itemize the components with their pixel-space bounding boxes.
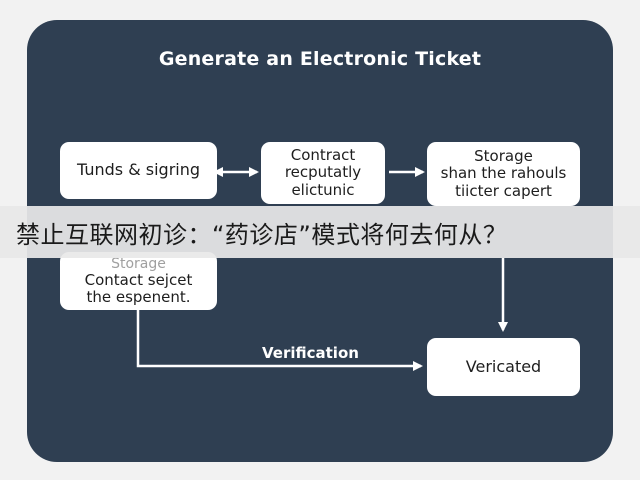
node-verified-label: Vericated (465, 356, 542, 376)
node-storage-left: Storage Contact sejcet the espenent. (60, 252, 217, 310)
node-storage-top-line-3: tiicter capert (455, 181, 552, 200)
overlay-banner-text: 禁止互联网初诊：“药诊店”模式将何去何从？ (16, 220, 508, 249)
node-storage-top-line-1: Storage (474, 147, 533, 166)
node-storage-top-line-2: shan the rahouls (440, 164, 567, 183)
edge-label-verification: Verification (262, 344, 359, 362)
node-funds-signing: Tunds & sigring (60, 142, 217, 199)
node-storage-left-line-1: Storage (111, 255, 166, 272)
node-storage-left-line-3: the espenent. (86, 288, 191, 307)
diagram-title: Generate an Electronic Ticket (158, 48, 482, 70)
node-verified: Vericated (427, 338, 580, 396)
node-contract-line-1: Contract (290, 146, 356, 165)
arrow-storage-left-verified (136, 310, 423, 371)
node-storage-left-line-2: Contact sejcet (84, 270, 193, 289)
node-contract-line-3: elictunic (291, 180, 355, 199)
node-funds-label: Tunds & sigring (76, 160, 201, 180)
node-storage-top: Storage shan the rahouls tiicter capert (427, 142, 580, 206)
overlay-banner: 禁止互联网初诊：“药诊店”模式将何去何从？ (0, 206, 640, 258)
node-contract-line-2: recputatly (284, 163, 362, 182)
node-contract: Contract recputatly elictunic (261, 142, 385, 204)
